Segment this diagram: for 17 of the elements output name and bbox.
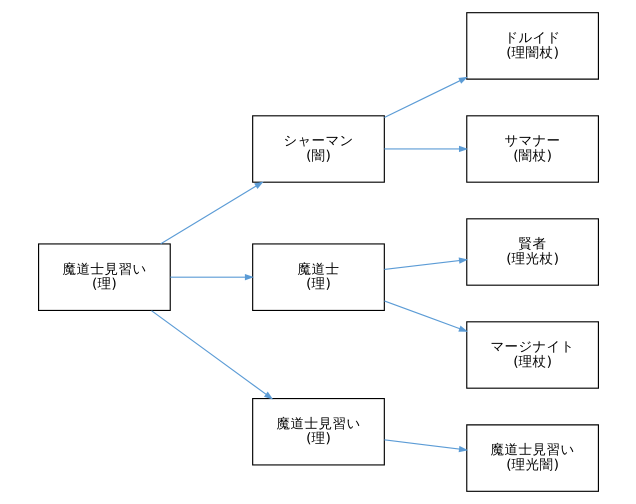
node-box: 魔道士見習い (理) (252, 398, 384, 466)
node-box: 魔道士見習い (理) (38, 243, 170, 311)
node-box: 賢者 (理光杖) (466, 218, 598, 286)
arrow (384, 300, 468, 332)
arrow (384, 146, 468, 152)
arrow (384, 257, 468, 270)
arrow (150, 310, 273, 400)
arrow (160, 181, 264, 244)
arrow (384, 76, 468, 118)
node-box: 魔道士 (理) (252, 243, 384, 311)
node-box: 魔道士見習い (理光闇) (466, 424, 598, 492)
arrow (170, 274, 254, 280)
node-box: マージナイト (理杖) (466, 321, 598, 389)
arrow (384, 439, 468, 452)
node-box: サマナー (闇杖) (466, 115, 598, 183)
node-box: ドルイド (理闇杖) (466, 12, 598, 80)
node-box: シャーマン (闇) (252, 115, 384, 183)
